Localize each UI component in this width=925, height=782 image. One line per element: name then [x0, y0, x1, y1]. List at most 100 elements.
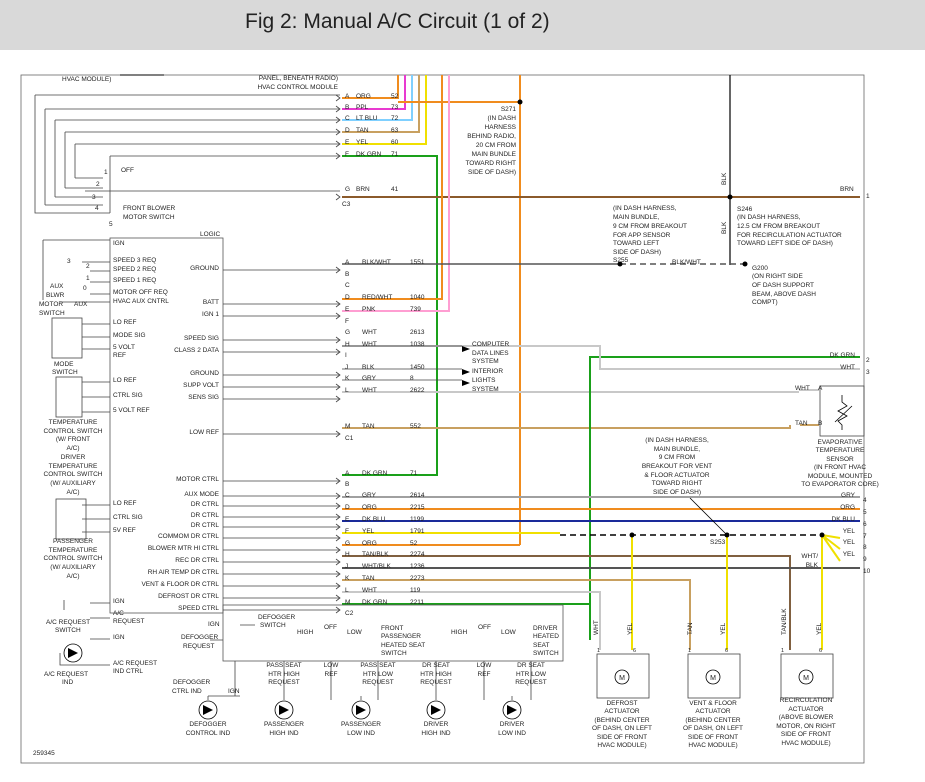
diagram-labels: HVAC MODULE)PANEL, BENEATH RADIO)HVAC CO… [33, 75, 879, 757]
diagram-label: SIDE OF FRONT [781, 731, 831, 738]
diagram-label: 1 [597, 648, 600, 654]
diagram-label: 6 [863, 521, 867, 528]
diagram-label: REF [113, 352, 126, 359]
diagram-label: SENSOR [826, 456, 854, 463]
diagram-label: 1040 [410, 294, 425, 301]
diagram-label: HTR LOW [363, 671, 394, 678]
diagram-label: LOW REF [189, 429, 219, 436]
thermistor-icon [834, 395, 853, 430]
vent-floor-actuator-box [687, 653, 741, 699]
diagram-label: COMPT) [752, 299, 778, 306]
diagram-label: REQUEST [515, 679, 546, 686]
actuator-boxes [596, 653, 834, 699]
diagram-label: TAN/BLK [781, 608, 788, 635]
diagram-label: BLK/WHT [672, 259, 701, 266]
diagram-label: 9 [863, 556, 867, 563]
diagram-label: SWITCH [533, 650, 559, 657]
diagram-label: PANEL, BENEATH RADIO) [259, 75, 338, 82]
diagram-label: 10 [863, 568, 871, 575]
diagram-label: EVAPORATIVE [818, 439, 864, 446]
yel-wire [342, 75, 427, 145]
diagram-label: 2273 [410, 575, 425, 582]
diagram-label: SIDE OF DASH) [613, 249, 661, 256]
yel-out-lines [821, 534, 841, 562]
diagram-label: DEFOGGER [173, 679, 211, 686]
diagram-label: PASSENGER [264, 721, 304, 728]
diagram-label: YEL [843, 551, 856, 558]
diagram-label: 2614 [410, 492, 425, 499]
diagram-label: 20 CM FROM [476, 142, 516, 149]
diagram-label: SPEED SIG [184, 335, 219, 342]
diagram-label: MAIN BUNDLE, [654, 446, 700, 453]
diagram-label: A/C) [67, 573, 80, 580]
diagram-label: FRONT [381, 625, 403, 632]
recirculation-actuator-box [780, 653, 834, 699]
diagram-label: A/C [113, 610, 124, 617]
diagram-label: REQUEST [362, 679, 393, 686]
diagram-label: TEMPERATURE [49, 547, 98, 554]
diagram-label: TAN [687, 622, 694, 635]
diagram-label: 73 [391, 104, 399, 111]
diagram-label: LO REF [113, 319, 137, 326]
diagram-label: MODULE, MOUNTED [808, 473, 873, 480]
diagram-label: C [345, 282, 350, 289]
diagram-label: D [345, 127, 350, 134]
diagram-label: M [345, 599, 350, 606]
top-wire-group [342, 75, 860, 640]
diagram-label: HVAC MODULE) [597, 742, 646, 749]
diagram-label: HVAC MODULE) [62, 76, 111, 83]
diagram-label: IGN [228, 688, 240, 695]
diagram-label: YEL [356, 139, 369, 146]
indicator-icons [63, 643, 522, 720]
diagram-label: A [345, 259, 350, 266]
diagram-label: 5V REF [113, 527, 136, 534]
diagram-label: A [345, 470, 350, 477]
connector-marks [335, 94, 341, 614]
diagram-label: OFF [324, 624, 337, 631]
diagram-label: J [345, 563, 348, 570]
diagram-label: AUX [74, 301, 88, 308]
diagram-label: C [345, 492, 350, 499]
diagram-label: SPEED 2 REQ [113, 266, 156, 273]
diagram-label: ORG [356, 93, 371, 100]
diagram-label: HIGH [451, 629, 468, 636]
diagram-label: 1038 [410, 341, 425, 348]
diagram-label: C [345, 115, 350, 122]
diagram-label: H [345, 551, 350, 558]
diagram-label: DK GRN [356, 151, 382, 158]
diagram-label: DR CTRL [191, 522, 220, 529]
diagram-label: MOTOR SWITCH [123, 214, 175, 221]
diagram-label: 739 [410, 306, 421, 313]
org-wire [342, 75, 399, 99]
diagram-label: COMMOM DR CTRL [158, 533, 219, 540]
motor-icon [614, 669, 630, 685]
diagram-label: 552 [410, 423, 421, 430]
diagram-label: D [345, 294, 350, 301]
diagram-label: (IN DASH HARNESS, [737, 214, 801, 221]
diagram-label: MODE [54, 361, 74, 368]
red-wire [342, 75, 443, 300]
diagram-label: HTR LOW [516, 671, 547, 678]
diagram-label: SYSTEM [472, 386, 499, 393]
diagram-label: CTRL SIG [113, 392, 143, 399]
diagram-label: F [345, 318, 349, 325]
diagram-label: 52 [410, 540, 418, 547]
actuator-motor-icons [614, 669, 814, 685]
dr-low-ind-icon [502, 700, 522, 720]
diagram-label: SWITCH [39, 310, 65, 317]
diagram-label: WHT/BLK [362, 563, 392, 570]
diagram-label: 1236 [410, 563, 425, 570]
diagram-label: SPEED 3 REQ [113, 257, 156, 264]
diagram-label: LIGHTS [472, 377, 496, 384]
diagram-label: 2274 [410, 551, 425, 558]
diagram-label: BRN [840, 186, 854, 193]
system-arrows [462, 346, 470, 386]
diagram-label: DEFROST DR CTRL [158, 593, 219, 600]
diagram-label: PNK [362, 306, 376, 313]
title-bar: Fig 2: Manual A/C Circuit (1 of 2) [0, 0, 925, 50]
diagram-label: A/C) [67, 489, 80, 496]
diagram-label: WHT [593, 620, 600, 635]
diagram-label: 1 [866, 193, 870, 200]
lower-wire-group [342, 496, 860, 650]
diagram-label: 63 [391, 127, 399, 134]
